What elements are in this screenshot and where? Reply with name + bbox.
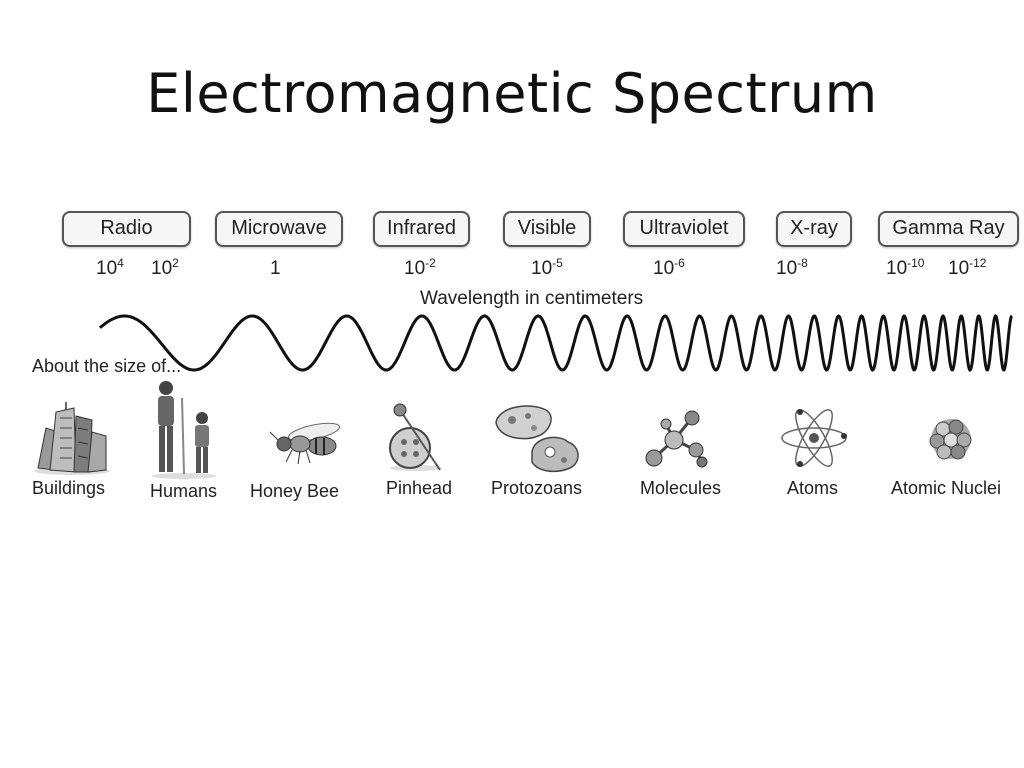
buildings-icon (34, 402, 110, 475)
wave-line (98, 314, 1013, 373)
pinhead-icon (389, 403, 442, 471)
object-label-buildings: Buildings (32, 478, 106, 498)
wave-graphic (98, 314, 1013, 373)
object-label-atoms: Atoms (787, 478, 839, 498)
wavelength-value: 104 (96, 256, 124, 279)
wavelength-value: 1 (270, 258, 281, 279)
band-gamma-ray: Gamma Ray (878, 211, 1019, 247)
object-label-protozoans: Protozoans (491, 478, 583, 498)
band-visible: Visible (503, 211, 591, 247)
page-title: Electromagnetic Spectrum (146, 62, 878, 125)
atoms-icon (781, 409, 847, 467)
band-radio: Radio (62, 211, 191, 247)
size-intro: About the size of... (32, 356, 182, 376)
band-ultraviolet: Ultraviolet (623, 211, 745, 247)
wavelength-value: 10-6 (653, 256, 685, 279)
wavelength-value: 10-8 (776, 256, 808, 279)
band-infrared: Infrared (373, 211, 470, 247)
wavelength-value: 102 (151, 256, 179, 279)
object-label-humans: Humans (150, 481, 218, 501)
wavelength-value: 10-10 (886, 256, 925, 279)
axis-label: Wavelength in centimeters (420, 288, 644, 309)
object-label-atomic-nuclei: Atomic Nuclei (891, 478, 1002, 498)
object-label-molecules: Molecules (640, 478, 722, 498)
band-microwave: Microwave (215, 211, 343, 247)
wavelength-value: 10-5 (531, 256, 563, 279)
honey-bee-icon (269, 422, 340, 465)
object-label-honey-bee: Honey Bee (250, 481, 340, 501)
humans-icon (152, 381, 216, 479)
band-x-ray: X-ray (776, 211, 852, 247)
molecules-icon (645, 410, 708, 468)
object-label-pinhead: Pinhead (386, 478, 453, 498)
wavelength-value: 10-12 (948, 256, 987, 279)
wavelength-value: 10-2 (404, 256, 436, 279)
protozoans-icon (495, 405, 579, 473)
atomic-nuclei-icon (929, 419, 972, 460)
